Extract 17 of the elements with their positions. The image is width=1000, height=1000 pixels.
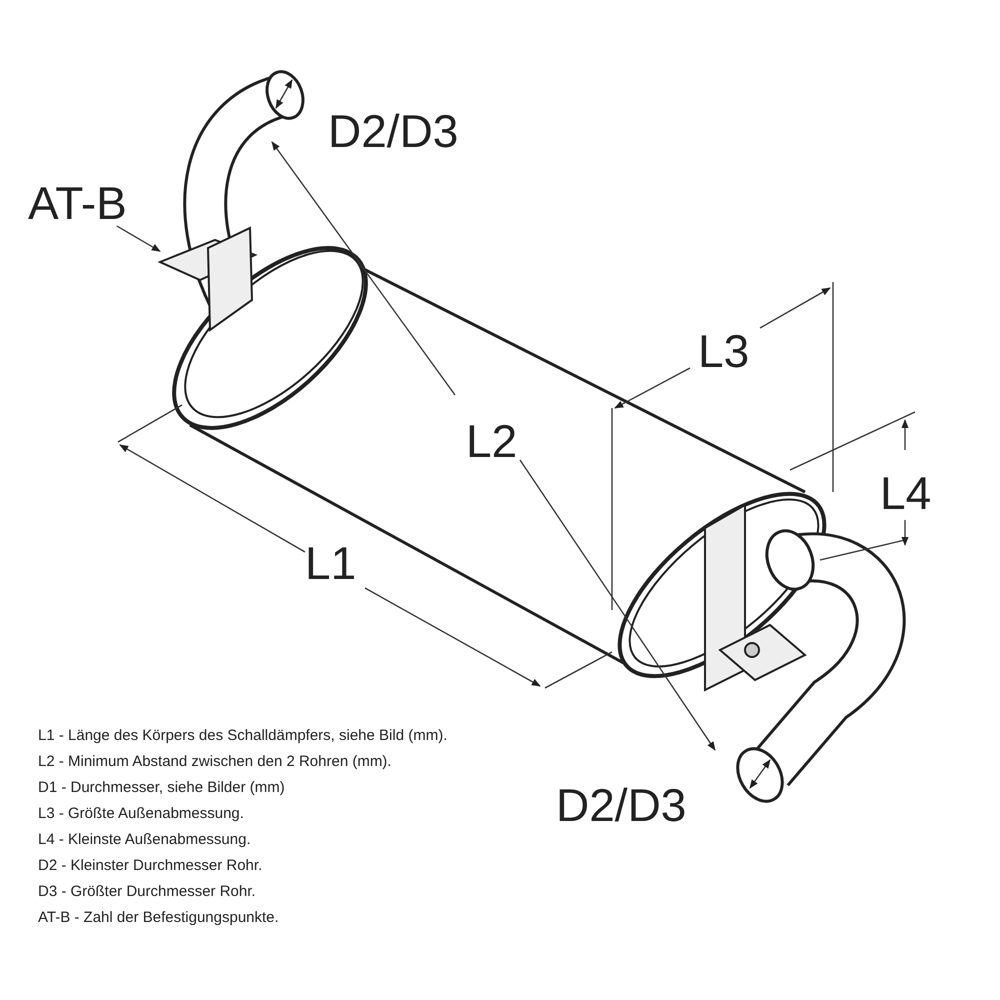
- dimension-label: D2/D3: [556, 782, 686, 828]
- dimension-label: L2: [466, 418, 518, 464]
- note-text: L4 - Kleinste Außenabmessung.: [38, 832, 251, 848]
- note-text: D2 - Kleinster Durchmesser Rohr.: [38, 858, 262, 874]
- note-text: L2 - Minimum Abstand zwischen den 2 Rohren (mm).: [38, 754, 392, 770]
- note-text: D1 - Durchmesser, siehe Bilder (mm): [38, 780, 285, 796]
- note-text: AT-B - Zahl der Befestigungspunkte.: [38, 910, 279, 926]
- dimension-label: L1: [305, 540, 356, 586]
- dimension-label: L3: [698, 328, 750, 374]
- note-text: D3 - Größter Durchmesser Rohr.: [38, 884, 256, 900]
- note-text: L1 - Länge des Körpers des Schalldämpfers, siehe Bild (mm).: [38, 728, 448, 744]
- callout-label: AT-B: [28, 180, 127, 226]
- dimension-label: D2/D3: [328, 108, 458, 154]
- dimension-label: L4: [880, 470, 932, 516]
- note-text: L3 - Größte Außenabmessung.: [38, 806, 244, 822]
- leader-line: [116, 225, 161, 252]
- mounting-bracket: [157, 226, 258, 332]
